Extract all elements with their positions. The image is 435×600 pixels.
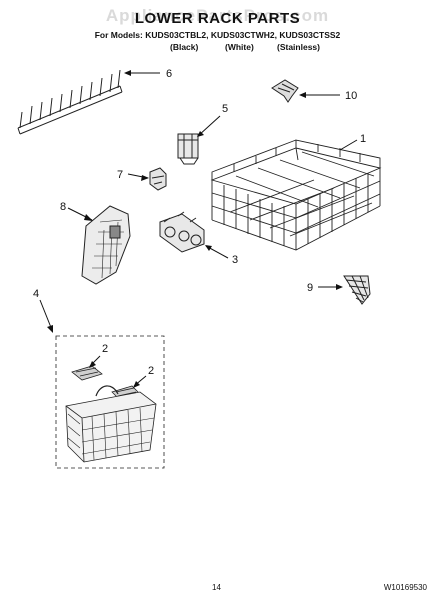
callout-9: 9 xyxy=(307,282,313,294)
part-1-lower-rack xyxy=(210,139,382,251)
page-title: LOWER RACK PARTS xyxy=(134,10,301,27)
part-6-tine-row xyxy=(17,69,123,135)
callout-6: 6 xyxy=(166,68,172,80)
part-2a-lid xyxy=(71,365,103,381)
callout-1: 1 xyxy=(360,133,366,145)
arrow-3 xyxy=(205,245,212,251)
arrow-2b xyxy=(133,381,140,388)
leader-4 xyxy=(39,299,53,331)
watermark-text: AppliancePartsPros.com xyxy=(105,6,330,25)
part-10-clip xyxy=(271,79,299,103)
callout-10: 10 xyxy=(345,90,357,102)
part-8-silverware-cover xyxy=(81,205,131,285)
arrow-4 xyxy=(47,325,53,333)
arrow-7 xyxy=(141,175,149,181)
models-line: For Models: KUDS03CTBL2, KUDS03CTWH2, KU… xyxy=(94,30,341,40)
part-3-wheel-assembly xyxy=(159,211,205,253)
callout-2b: 2 xyxy=(148,365,154,377)
leader-1 xyxy=(339,139,358,151)
color-white-label: (White) xyxy=(225,42,254,52)
arrow-6 xyxy=(124,70,131,76)
part-5-bracket xyxy=(177,133,199,165)
arrow-5 xyxy=(197,131,204,137)
document-number: W10169530 xyxy=(383,583,427,592)
callout-4: 4 xyxy=(33,288,39,300)
page-number: 14 xyxy=(212,583,221,592)
arrow-10 xyxy=(299,92,306,98)
part-9-fan-deflector xyxy=(343,275,371,305)
callout-3: 3 xyxy=(232,254,238,266)
callout-5: 5 xyxy=(222,103,228,115)
arrow-8 xyxy=(84,214,93,221)
part-7-clip xyxy=(149,167,167,191)
callout-2a: 2 xyxy=(102,343,108,355)
color-stainless-label: (Stainless) xyxy=(277,42,320,52)
arrow-2a xyxy=(89,361,96,368)
arrow-9 xyxy=(336,284,343,290)
color-black-label: (Black) xyxy=(170,42,199,52)
part-4-silverware-basket xyxy=(65,385,157,463)
part-4-group-box xyxy=(55,335,165,469)
callout-7: 7 xyxy=(117,169,123,181)
callout-8: 8 xyxy=(60,201,66,213)
